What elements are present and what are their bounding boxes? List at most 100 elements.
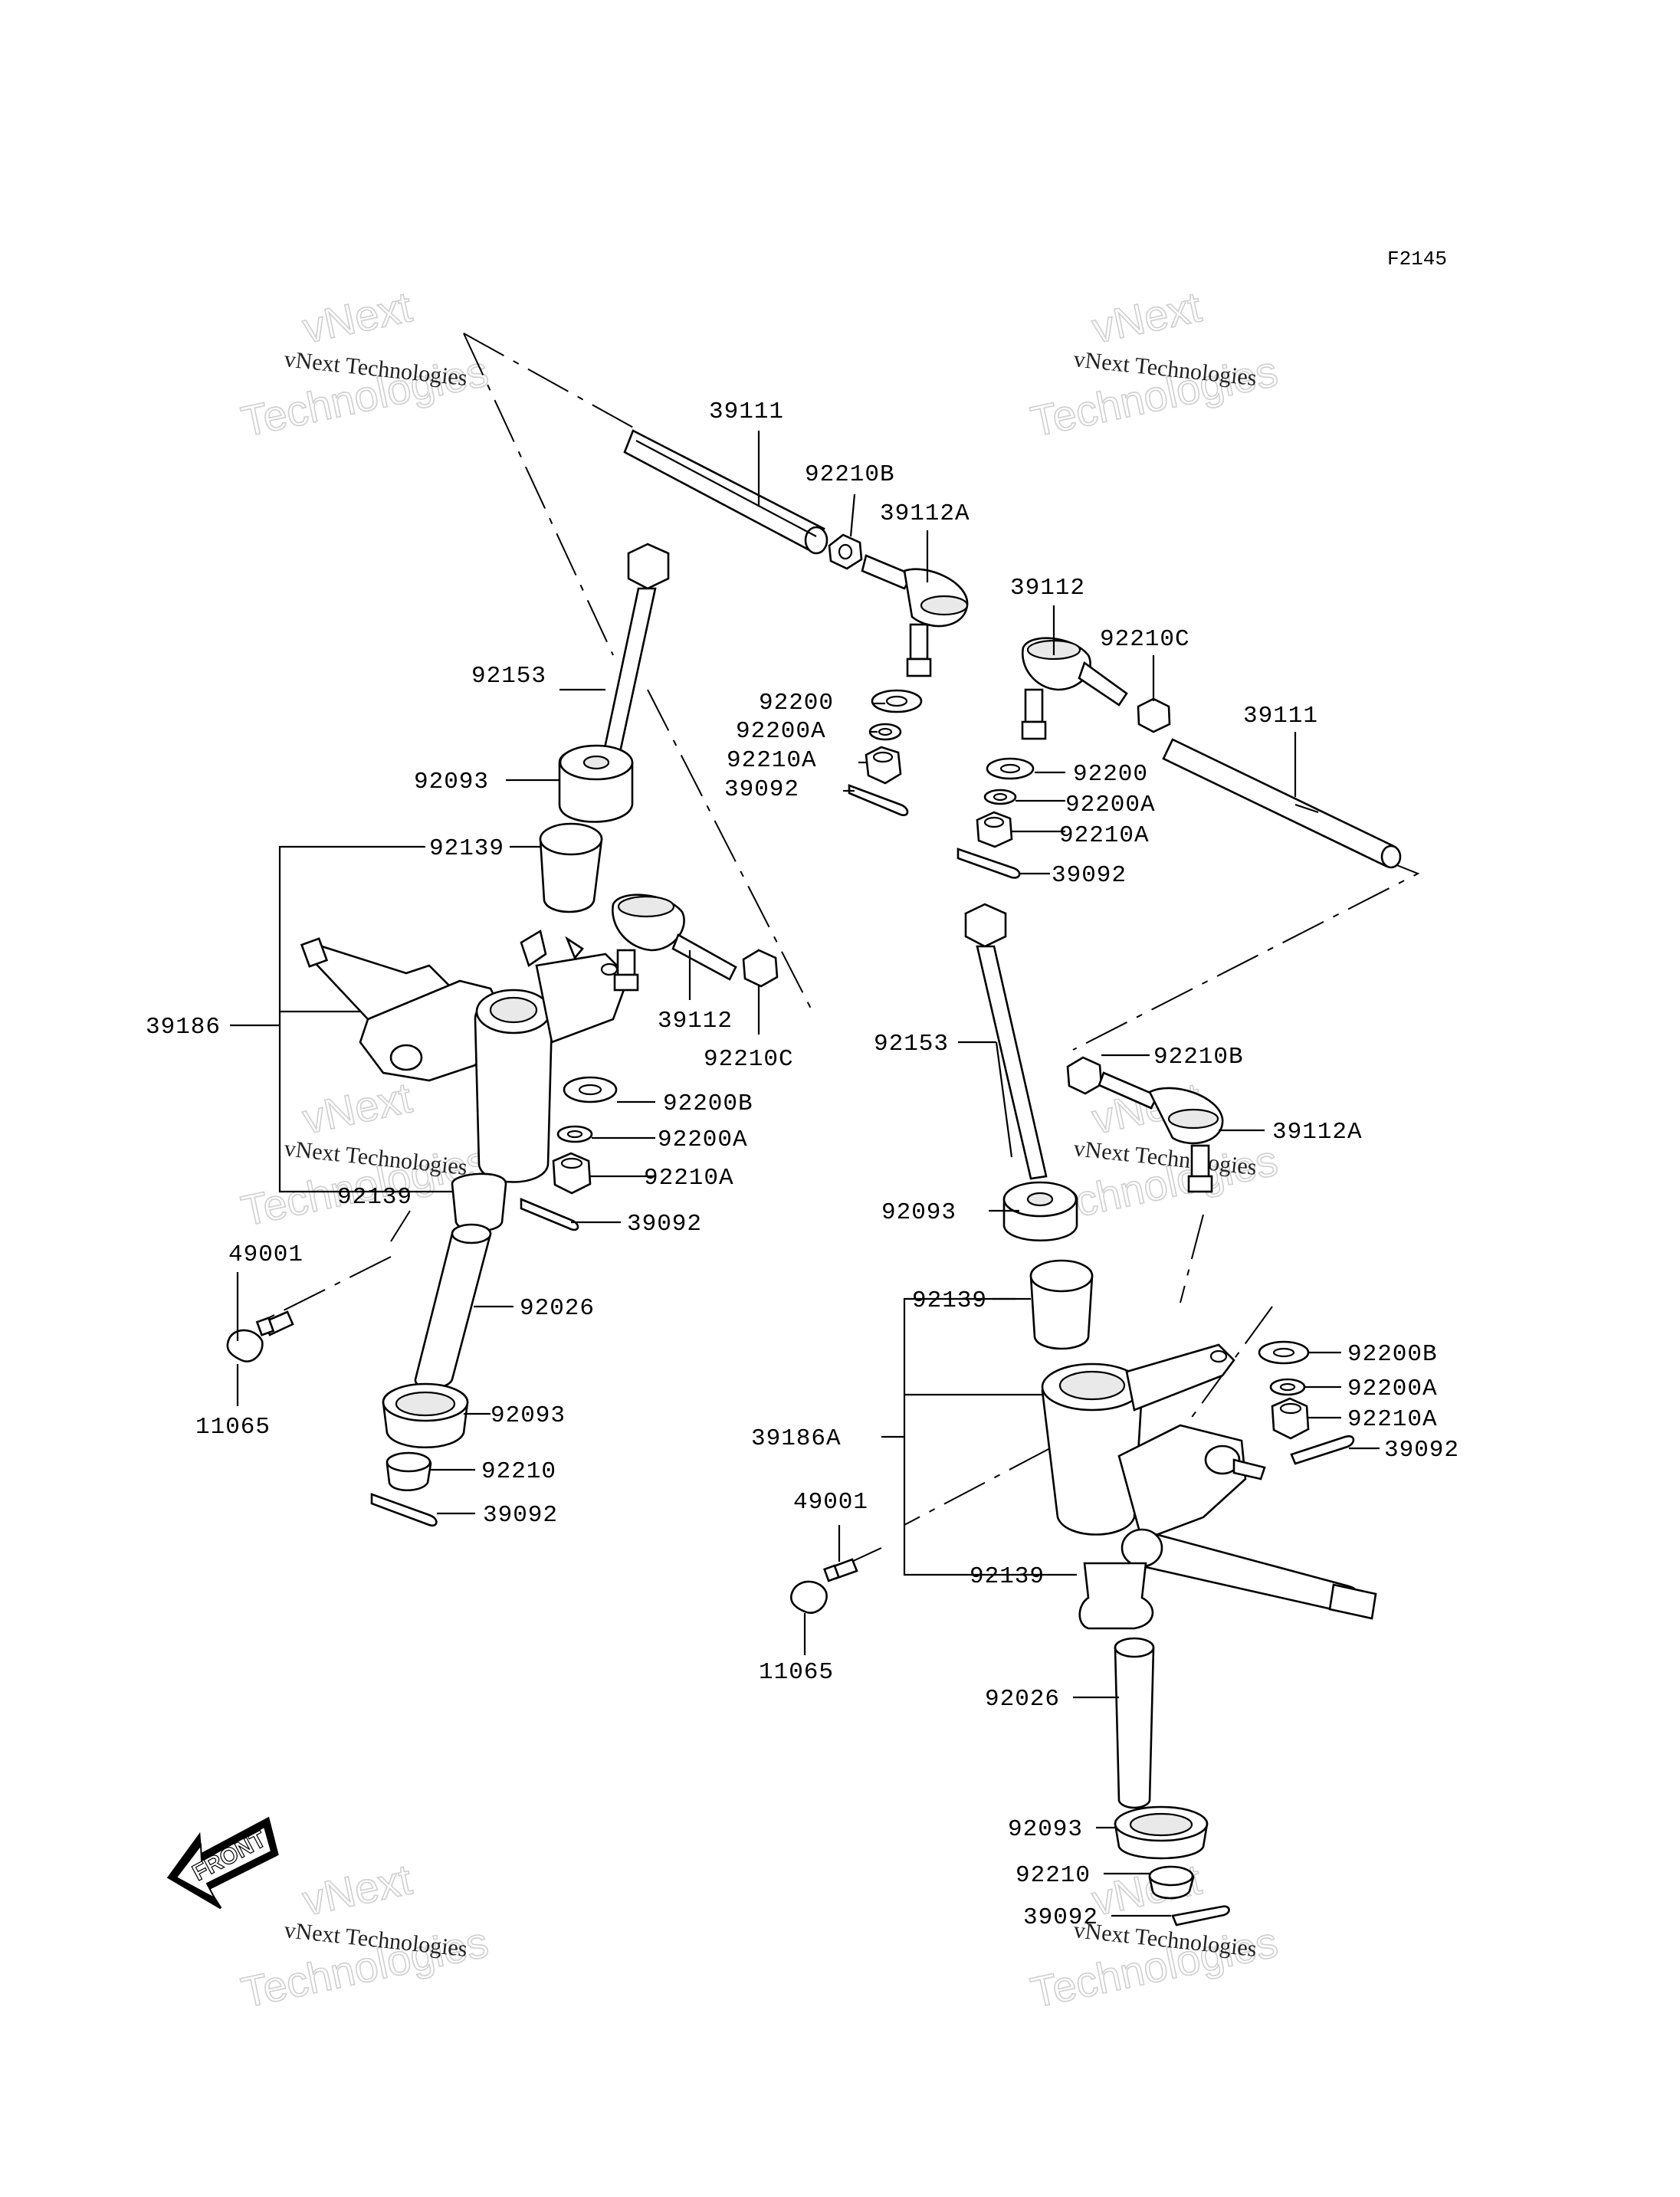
part-label: 92026 bbox=[520, 1295, 595, 1322]
part-label: 92210A bbox=[1347, 1406, 1438, 1433]
part-label: 39186 bbox=[146, 1014, 221, 1041]
washer-92200a-left bbox=[556, 1125, 593, 1143]
part-label: 92093 bbox=[414, 769, 489, 795]
part-label: 49001 bbox=[793, 1489, 868, 1516]
part-label: 11065 bbox=[759, 1659, 834, 1686]
part-label: 92210A bbox=[727, 747, 817, 774]
nut-92210-left-bottom bbox=[386, 1451, 432, 1491]
watermark-top-left: vNext Technologies vNext Technologies bbox=[237, 281, 493, 446]
seal-92093-left-bottom bbox=[382, 1382, 469, 1449]
part-label: 92200B bbox=[663, 1090, 753, 1117]
tie-rod-end-39112a-right bbox=[1098, 1071, 1224, 1193]
part-label: 92210B bbox=[1153, 1044, 1244, 1071]
part-label: 39092 bbox=[1023, 1904, 1098, 1931]
cap-11065-right bbox=[789, 1580, 828, 1614]
part-label: 92210C bbox=[1100, 626, 1190, 653]
bolt-92153-right bbox=[964, 903, 1048, 1180]
washer-92200-top bbox=[871, 689, 923, 713]
part-label: 92210B bbox=[805, 461, 895, 488]
part-label: 92139 bbox=[912, 1287, 987, 1314]
tie-rod-end-39112-left bbox=[612, 894, 737, 992]
cap-11065-left bbox=[226, 1329, 264, 1362]
part-label: 39092 bbox=[1384, 1437, 1459, 1464]
bushing-92139-right-top bbox=[1029, 1259, 1094, 1350]
washer-92200a-right bbox=[983, 789, 1017, 805]
cotter-pin-39092-left-bottom bbox=[370, 1493, 438, 1527]
part-label: 92200 bbox=[1073, 761, 1148, 788]
part-label: 92200B bbox=[1347, 1341, 1438, 1368]
part-label: 92200A bbox=[1347, 1376, 1438, 1402]
tie-rod-end-39112a-top bbox=[861, 554, 969, 677]
diagram-code: F2145 bbox=[1387, 248, 1447, 271]
bushing-92139-left-top bbox=[539, 822, 603, 913]
bolt-92153-left bbox=[600, 543, 670, 768]
nut-92210c-right bbox=[1137, 697, 1171, 733]
part-label: 92139 bbox=[337, 1184, 412, 1211]
leader-lines bbox=[230, 431, 1380, 1917]
watermark-top-right: vNext Technologies vNext Technologies bbox=[1026, 281, 1282, 446]
part-label: 49001 bbox=[228, 1241, 304, 1268]
washer-92200a-top bbox=[868, 723, 902, 741]
bushing-92139-right-bottom bbox=[1078, 1562, 1154, 1630]
watermark-brand: vNext bbox=[298, 1073, 416, 1143]
nut-92210a-right-lower bbox=[1271, 1397, 1310, 1440]
washer-92200a-right-lower bbox=[1269, 1378, 1306, 1396]
cotter-pin-39092-right-bottom bbox=[1171, 1905, 1230, 1926]
watermark-brand: vNext bbox=[1088, 282, 1206, 352]
part-label: 39112 bbox=[1010, 575, 1085, 602]
part-label: 92026 bbox=[985, 1686, 1060, 1713]
tie-rod-right bbox=[1162, 738, 1402, 869]
part-label: 39112A bbox=[1272, 1119, 1363, 1146]
cotter-pin-39092-left bbox=[520, 1198, 579, 1231]
cotter-pin-39092-right bbox=[956, 848, 1021, 879]
nut-92210-right-bottom bbox=[1148, 1865, 1195, 1900]
pin-92026-left bbox=[414, 1223, 492, 1389]
nut-92210b-right bbox=[1066, 1056, 1103, 1095]
cotter-pin-39092-right-lower bbox=[1290, 1435, 1355, 1465]
washer-92200b-right bbox=[1258, 1340, 1310, 1365]
front-direction-arrow: FRONT bbox=[166, 1816, 279, 1910]
part-label: 39092 bbox=[724, 776, 799, 803]
part-label: 92200 bbox=[759, 690, 834, 716]
part-label: 92153 bbox=[874, 1031, 949, 1058]
part-label: 92210C bbox=[704, 1046, 794, 1073]
part-label: 39092 bbox=[627, 1211, 702, 1238]
part-label: 92210 bbox=[481, 1458, 556, 1485]
knuckle-39186a-right bbox=[1041, 1343, 1377, 1620]
nut-92210c-left bbox=[742, 949, 779, 988]
part-label: 92139 bbox=[970, 1563, 1045, 1590]
part-label: 39092 bbox=[483, 1502, 558, 1529]
nut-92210a-left bbox=[552, 1152, 592, 1195]
washer-92200-right bbox=[986, 757, 1035, 780]
part-label: 92200A bbox=[736, 718, 826, 745]
part-label: 39112 bbox=[658, 1008, 733, 1035]
part-label: 92153 bbox=[471, 663, 546, 690]
tie-rod-left bbox=[623, 429, 829, 555]
part-label: 39186A bbox=[751, 1425, 842, 1452]
part-label: 92210 bbox=[1016, 1862, 1091, 1889]
part-label: 39111 bbox=[709, 398, 784, 425]
watermark-brand: vNext bbox=[298, 282, 416, 352]
part-label: 92200A bbox=[658, 1126, 748, 1153]
part-label: 92139 bbox=[429, 835, 504, 862]
part-label: 39111 bbox=[1243, 703, 1318, 730]
grease-nipple-49001-right bbox=[823, 1558, 858, 1582]
part-label: 39092 bbox=[1052, 862, 1127, 889]
nut-92210b-top bbox=[828, 533, 863, 570]
pin-92026-right bbox=[1114, 1637, 1155, 1809]
knuckle-39186-left bbox=[300, 929, 630, 1183]
watermark-brand: vNext bbox=[298, 1854, 416, 1924]
part-labels: 39111 92210B 39112A 92153 92200 92200A 9… bbox=[146, 398, 1459, 1931]
bushing-92093-right-top bbox=[1002, 1181, 1078, 1242]
part-label: 92093 bbox=[1008, 1816, 1083, 1843]
part-label: 92200A bbox=[1065, 792, 1156, 818]
washer-92200b-left bbox=[563, 1076, 618, 1103]
seal-92093-right-bottom bbox=[1114, 1805, 1209, 1860]
part-label: 92210A bbox=[1059, 822, 1150, 849]
part-label: 92210A bbox=[644, 1165, 734, 1192]
part-label: 92093 bbox=[881, 1199, 956, 1226]
part-label: 92093 bbox=[491, 1402, 566, 1429]
bushing-92093-left-top bbox=[558, 744, 634, 823]
bushing-92139-left-bottom bbox=[451, 1172, 507, 1232]
